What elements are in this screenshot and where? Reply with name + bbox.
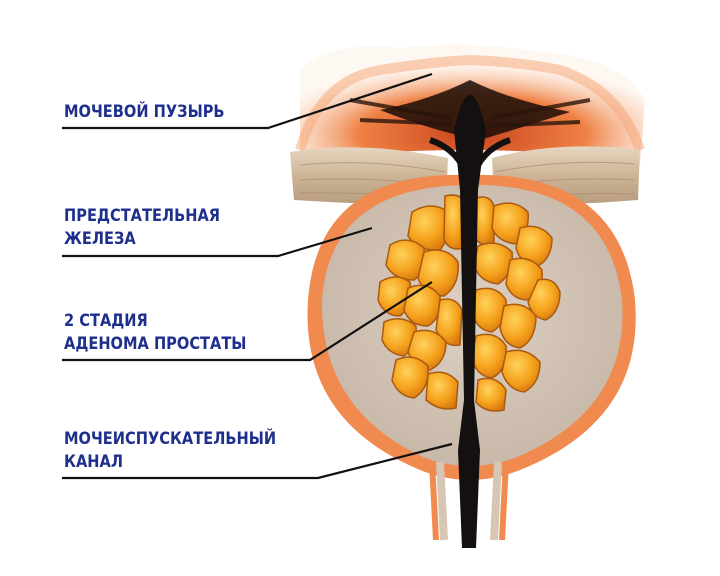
label-urethra: МОЧЕИСПУСКАТЕЛЬНЫЙ КАНАЛ	[64, 428, 276, 474]
label-bladder: МОЧЕВОЙ ПУЗЫРЬ	[64, 101, 225, 124]
leader-line-bladder	[62, 72, 433, 130]
label-urethra-line-1: МОЧЕИСПУСКАТЕЛЬНЫЙ	[64, 429, 277, 449]
adenoma-nodules-right	[471, 196, 561, 412]
leader-lines	[62, 72, 453, 480]
leader-line-adenoma	[62, 281, 433, 362]
label-urethra-line-2: КАНАЛ	[64, 452, 123, 472]
label-prostate-line-1: ПРЕДСТАТЕЛЬНАЯ	[64, 206, 221, 226]
label-prostate-line-2: ЖЕЛЕЗА	[64, 229, 136, 249]
label-adenoma-line-2: АДЕНОМА ПРОСТАТЫ	[64, 334, 247, 354]
label-bladder-line-1: МОЧЕВОЙ ПУЗЫРЬ	[64, 102, 225, 122]
label-adenoma: 2 СТАДИЯ АДЕНОМА ПРОСТАТЫ	[64, 310, 246, 356]
label-prostate: ПРЕДСТАТЕЛЬНАЯ ЖЕЛЕЗА	[64, 205, 220, 251]
label-adenoma-line-1: 2 СТАДИЯ	[64, 311, 148, 331]
leader-line-urethra	[62, 442, 453, 480]
leader-line-prostate	[62, 226, 373, 258]
urethra	[454, 95, 486, 548]
